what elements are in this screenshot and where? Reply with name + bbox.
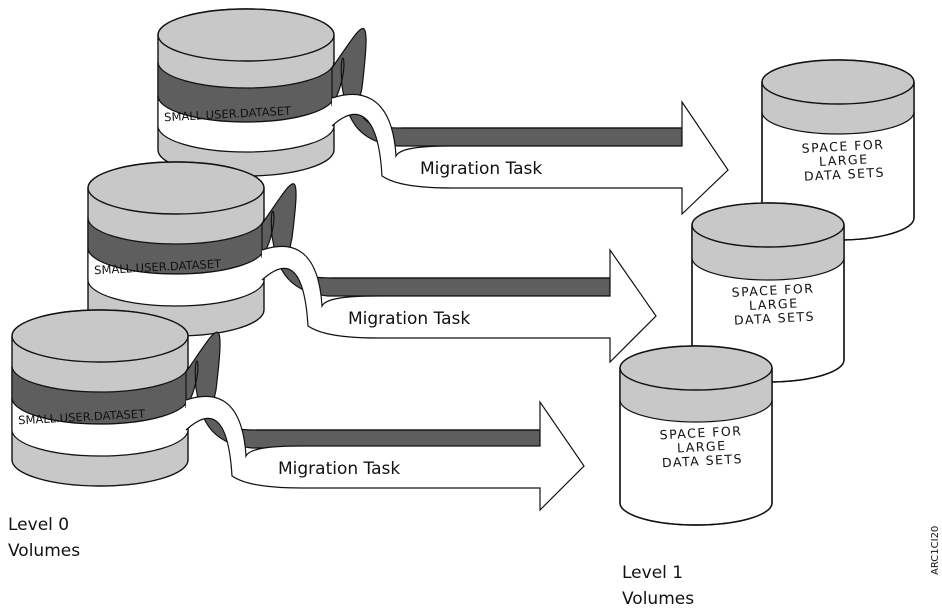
dataset-label: SMALL.USER.DATASET [18, 407, 147, 428]
level1-space-label-line3: DATA SETS [662, 451, 744, 470]
level0-volume-top [11, 309, 189, 363]
level1-band-edge [619, 399, 773, 423]
level1-space-label-line1: SPACE FOR [731, 281, 814, 300]
dataset-label: SMALL.USER.DATASET [164, 104, 293, 125]
level0-caption-line1: Level 0 [8, 515, 69, 535]
level0-volume-2: SMALL.USER.DATASET Migration Task [87, 161, 657, 364]
level1-volume-top [761, 59, 915, 105]
level1-space-label-line2: LARGE [749, 295, 799, 313]
migration-arrow [185, 395, 585, 512]
level1-space-label-line1: SPACE FOR [659, 423, 742, 442]
level1-gray-band [692, 225, 844, 280]
level0-volume-top [87, 161, 265, 215]
level1-gray-band [620, 368, 772, 422]
migration-task-label: Migration Task [348, 309, 470, 329]
level1-band-edge [761, 111, 915, 135]
level0-label-band [11, 397, 189, 457]
level1-gray-band [762, 82, 914, 134]
level1-volume-top [691, 202, 845, 248]
level0-label-band [87, 247, 265, 307]
level1-caption: Level 1 Volumes [622, 563, 694, 609]
level0-label-band [157, 95, 335, 153]
level0-caption-line2: Volumes [8, 541, 80, 561]
dataset-label: SMALL.USER.DATASET [94, 257, 223, 278]
level1-space-label-line3: DATA SETS [734, 309, 816, 328]
level0-volume-top [157, 8, 335, 62]
migration-arrow [261, 245, 657, 364]
level1-band-edge [691, 257, 845, 281]
migration-task-label: Migration Task [420, 159, 542, 179]
level0-volume-3: SMALL.USER.DATASET Migration Task [11, 309, 585, 512]
level1-space-label-line2: LARGE [677, 438, 727, 456]
level1-caption-line1: Level 1 [622, 563, 683, 583]
level1-caption-line2: Volumes [622, 589, 694, 609]
level1-volume-top [619, 345, 773, 391]
migration-task-label: Migration Task [278, 459, 400, 479]
level0-caption: Level 0 Volumes [8, 515, 80, 561]
level1-space-label-line3: DATA SETS [804, 165, 886, 184]
level1-volume-outline [619, 368, 773, 526]
level0-volume-1: SMALL.USER.DATASET Migration Task [157, 8, 729, 216]
level1-space-label-line2: LARGE [819, 151, 869, 169]
migration-arrow [331, 93, 729, 216]
figure-code: ARC1CI20 [930, 526, 941, 575]
level1-space-label-line1: SPACE FOR [801, 137, 884, 156]
